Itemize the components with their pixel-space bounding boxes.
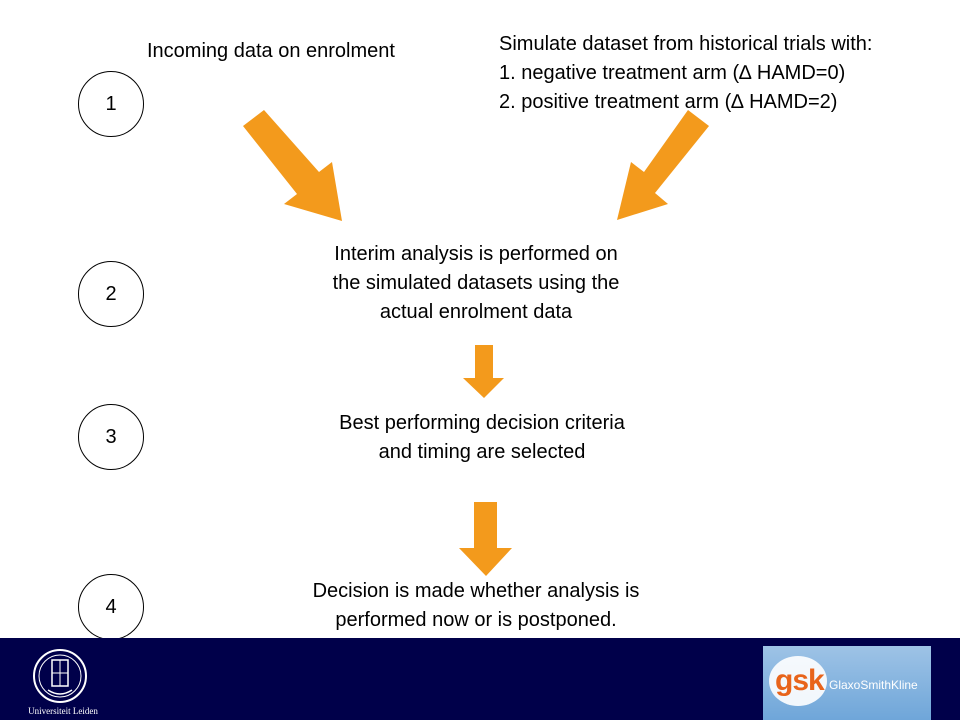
- gsk-logo: gsk GlaxoSmithKline: [763, 646, 931, 720]
- simulate-line-3: 2. positive treatment arm (∆ HAMD=2): [499, 91, 838, 113]
- arrow-down-1-icon: [463, 345, 504, 398]
- decision-line-2: performed now or is postponed.: [335, 609, 617, 631]
- leiden-logo: Universiteit Leiden: [22, 646, 98, 718]
- best-line-1: Best performing decision criteria: [339, 412, 625, 434]
- interim-line-3: actual enrolment data: [379, 301, 573, 323]
- best-line-2: and timing are selected: [378, 441, 586, 463]
- decision-line-1: Decision is made whether analysis is: [312, 580, 640, 602]
- step-3-circle: 3: [78, 404, 144, 470]
- leiden-seal-icon: [33, 649, 87, 703]
- leiden-wordmark: Universiteit Leiden: [28, 706, 98, 716]
- incoming-data-label: Incoming data on enrolment: [147, 40, 395, 62]
- arrow-down-right-icon: [243, 110, 342, 221]
- step-2-number: 2: [105, 282, 117, 305]
- interim-line-2: the simulated datasets using the: [332, 272, 620, 294]
- interim-line-1: Interim analysis is performed on: [334, 243, 618, 265]
- gsk-mark: gsk: [775, 664, 825, 697]
- arrow-down-left-icon: [617, 110, 709, 220]
- step-2-circle: 2: [78, 261, 144, 327]
- best-criteria-text: Best performing decision criteria and ti…: [280, 409, 684, 467]
- simulate-line-1: Simulate dataset from historical trials …: [499, 33, 873, 55]
- step-1-circle: 1: [78, 71, 144, 137]
- gsk-ring: [769, 656, 827, 706]
- simulate-dataset-text: Simulate dataset from historical trials …: [499, 30, 959, 117]
- step-4-circle: 4: [78, 574, 144, 640]
- simulate-line-2: 1. negative treatment arm (∆ HAMD=0): [499, 62, 846, 84]
- step-1-number: 1: [105, 92, 117, 115]
- step-4-number: 4: [105, 595, 117, 618]
- arrow-down-2-icon: [459, 502, 512, 576]
- decision-text: Decision is made whether analysis is per…: [256, 577, 696, 635]
- interim-analysis-text: Interim analysis is performed on the sim…: [270, 240, 682, 327]
- step-3-number: 3: [105, 425, 117, 448]
- gsk-name: GlaxoSmithKline: [829, 678, 918, 692]
- footer-bar: Universiteit Leiden gsk GlaxoSmithKline: [0, 638, 960, 720]
